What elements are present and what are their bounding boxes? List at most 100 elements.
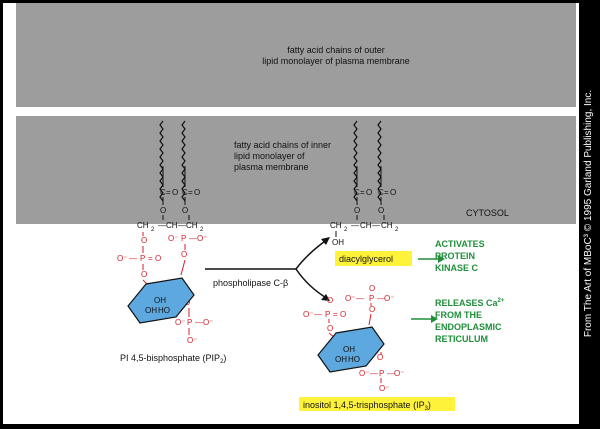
reaction-arrows: [205, 238, 329, 300]
pip2-ch-center: CH: [166, 221, 178, 230]
releases-line4: RETICULUM: [435, 334, 488, 344]
pip2-carbonyl-o1: O: [172, 188, 178, 197]
dag-ch2-left-sub: 2: [344, 227, 348, 233]
pip2-glycerol: C = O C = O O O CH 2 — CH — CH 2: [137, 188, 204, 233]
dag-highlight: [335, 251, 412, 266]
pip2-ch2-left: CH: [137, 221, 149, 230]
pip2-carbonyl-c2: C: [182, 188, 188, 197]
ip3-p2: P: [325, 310, 330, 319]
dag-ester-o1: O: [354, 206, 360, 215]
pip2-carbonyl-eq2: =: [188, 188, 193, 197]
pip2-p1-o-bottom: O: [141, 270, 147, 279]
inner-label-line2: lipid monolayer of: [234, 151, 305, 161]
releases-line2: FROM THE: [435, 310, 482, 320]
ip3-p1-o-bottom: O: [369, 305, 375, 314]
arrow-head-dag: [321, 237, 330, 245]
pip2-ester-o1: O: [160, 206, 166, 215]
ip3-p1-bond-right: —: [377, 294, 385, 303]
ip3-phosphate-groups: O O⁻ — P — O⁻ O O O⁻ — P = O O O O⁻ — P …: [303, 284, 404, 393]
ip3-inositol-ring: OH OH HO: [317, 326, 385, 373]
pip2-ch2-left-sub: 2: [151, 227, 155, 233]
dag-bonds: [335, 166, 385, 237]
dag-ester-o2: O: [378, 206, 384, 215]
reaction-diagram: CYTOSOL C = O C = O O O CH 2 — CH — CH 2: [117, 120, 509, 412]
ip3-highlight: [299, 397, 455, 411]
pip2-p1-o-right: O: [155, 254, 161, 263]
diagram-canvas: fatty acid chains of outer lipid monolay…: [3, 3, 579, 424]
inner-label-line3: plasma membrane: [234, 162, 309, 172]
ip3-p2-o-left: O⁻: [303, 310, 313, 319]
ip3-p1: P: [369, 294, 374, 303]
dag-carbonyl-o2: O: [390, 188, 396, 197]
pip2-ester-o2: O: [182, 206, 188, 215]
pip2-p3-o-bottom: O⁻: [187, 336, 197, 345]
ip3-p1-o-left: O⁻: [345, 294, 355, 303]
outer-label-line1: fatty acid chains of outer: [287, 45, 385, 55]
activates-line3: KINASE C: [435, 263, 479, 273]
pip2-label: PI 4,5-bisphosphate (PIP2): [120, 353, 226, 365]
ip3-p3-bond-right: —: [387, 369, 395, 378]
ip3-p2-bond: —: [314, 310, 322, 319]
dag-glycerol: C = O C = O O O CH 2 — CH — CH 2 OH: [330, 188, 399, 247]
ip3-p1-o-right: O⁻: [384, 294, 394, 303]
fatty-acid-chains: [159, 120, 382, 202]
pip2-p2-o-bottom: O: [181, 250, 187, 259]
activates-text: ACTIVATES PROTEIN KINASE C: [435, 239, 485, 273]
dag-carbonyl-eq2: =: [384, 188, 389, 197]
pip2-ring-ho: HO: [158, 306, 170, 315]
pip2-p3-o-minus: O⁻: [175, 318, 185, 327]
pip2-ring-oh-left: OH: [145, 306, 157, 315]
dag-label: diacylglycerol: [339, 254, 393, 264]
pip2-ch2-right: CH: [186, 221, 198, 230]
dag-ch2-right-sub: 2: [395, 227, 399, 233]
dag-hydroxyl: OH: [332, 238, 344, 247]
dag-ch2-left: CH: [330, 221, 342, 230]
pip2-carbonyl-o2: O: [194, 188, 200, 197]
pip2-ring-oh-top: OH: [154, 296, 166, 305]
dag-carbonyl-c1: C: [354, 188, 360, 197]
inner-monolayer-label: fatty acid chains of inner lipid monolay…: [234, 140, 331, 173]
pip2-inositol-ring: OH OH HO: [127, 277, 195, 324]
releases-text: RELEASES Ca2+ FROM THE ENDOPLASMIC RETIC…: [435, 298, 505, 344]
ip3-ring-ho: HO: [348, 355, 360, 364]
pip2-p1-eq: =: [148, 254, 153, 263]
ip3-p3-o-left: O⁻: [359, 369, 369, 378]
ip3-p3-o-top: O: [377, 353, 383, 362]
pip2-p2: P: [181, 234, 186, 243]
outer-monolayer-label: fatty acid chains of outer lipid monolay…: [236, 45, 436, 67]
dag-ch2-right: CH: [381, 221, 393, 230]
ip3-p2-o-right: O: [340, 310, 346, 319]
ip3-label: inositol 1,4,5-trisphosphate (IP3): [303, 400, 431, 412]
arrow-head-releases: [431, 315, 438, 323]
arrow-head-activates: [438, 255, 445, 263]
ip3-p2-eq: =: [333, 310, 338, 319]
dag-chain-1: [353, 120, 358, 202]
pip2-chain-2: [181, 120, 186, 202]
ip3-p2-o-bottom: O: [327, 324, 333, 333]
dag-ch-center: CH: [360, 221, 372, 230]
ip3-p2-o-top: O: [327, 296, 333, 305]
pip2-ch2-right-sub: 2: [200, 227, 204, 233]
ip3-p1-bond: —: [356, 294, 364, 303]
dag-carbonyl-o1: O: [366, 188, 372, 197]
copyright-credit: From The Art of MBoC³ © 1995 Garland Pub…: [583, 89, 594, 338]
pip2-p3: P: [187, 318, 192, 327]
pip2-p2-bond: —: [189, 234, 197, 243]
pip2-p3-o-right: O⁻: [203, 318, 213, 327]
ip3-p1-o-top: O: [369, 284, 375, 293]
dag-carbonyl-c2: C: [378, 188, 384, 197]
pip2-p1: P: [140, 254, 145, 263]
pip2-carbonyl-c1: C: [160, 188, 166, 197]
pip2-bonds: [162, 166, 190, 220]
pip2-p1-o-minus: O⁻: [117, 254, 127, 263]
dag-chain-2: [377, 120, 382, 202]
pip2-phosphate-groups: O O⁻ — P = O O O⁻ P — O⁻ O O O⁻ P — O⁻ O…: [117, 234, 213, 345]
pip2-bond-2: —: [178, 221, 186, 230]
cytosol-label: CYTOSOL: [466, 208, 509, 218]
dag-bond-1: —: [351, 221, 359, 230]
dag-carbonyl-eq1: =: [360, 188, 365, 197]
pip2-p3-bond: —: [195, 318, 203, 327]
ip3-p3-o-right: O⁻: [394, 369, 404, 378]
ip3-p3-bond: —: [370, 369, 378, 378]
ip3-p3-o-bottom: O⁻: [379, 384, 389, 393]
